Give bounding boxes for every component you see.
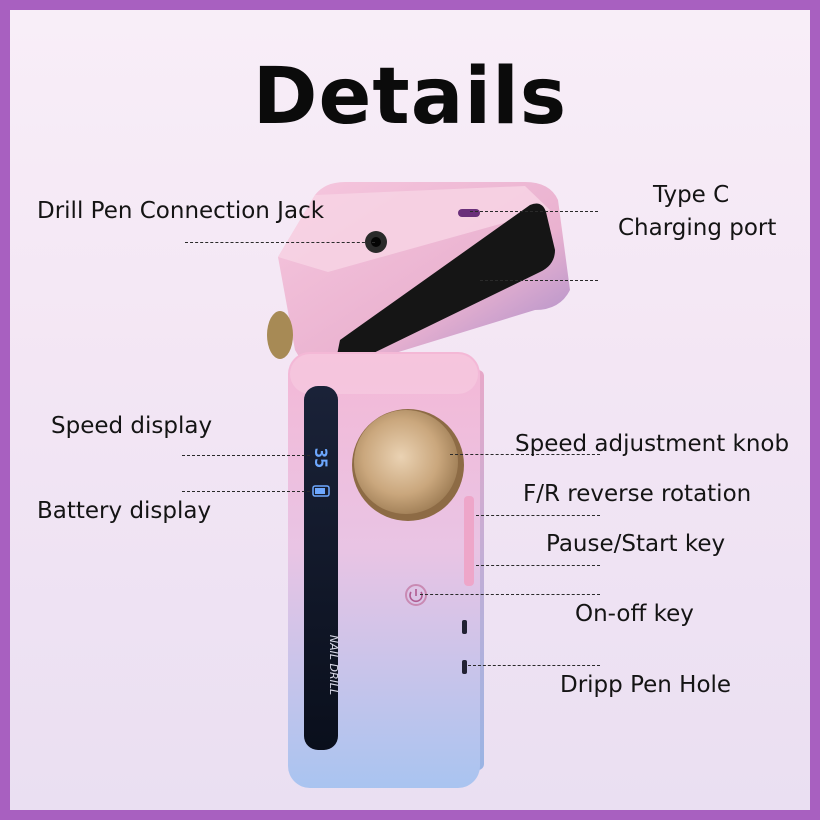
main-unit xyxy=(288,352,484,788)
leader-fr-rotation xyxy=(476,515,600,516)
speed-adjustment-knob[interactable] xyxy=(354,410,458,514)
leader-speed-knob xyxy=(450,454,600,455)
label-dripp-pen-hole: Dripp Pen Hole xyxy=(560,672,732,698)
label-speed-display: Speed display xyxy=(51,413,213,439)
lcd-panel xyxy=(304,386,338,750)
label-battery-display: Battery display xyxy=(37,498,212,524)
rear-unit xyxy=(267,182,570,372)
leader-dripp-hole xyxy=(468,665,600,666)
label-fr-rotation: F/R reverse rotation xyxy=(523,481,752,507)
label-on-off: On-off key xyxy=(575,601,694,627)
label-speed-knob: Speed adjustment knob xyxy=(515,431,790,457)
label-type-c: Type C xyxy=(653,182,730,208)
label-charging-port: Charging port xyxy=(618,215,777,241)
leader-speed-display xyxy=(182,455,310,456)
battery-icon xyxy=(312,485,330,497)
speed-readout: 35 xyxy=(310,448,330,468)
brand-text: NAIL DRILL xyxy=(327,635,340,695)
leader-drill-jack xyxy=(185,242,375,243)
label-drill-pen-jack: Drill Pen Connection Jack xyxy=(37,198,325,224)
side-button-group[interactable] xyxy=(464,496,474,586)
leader-on-off xyxy=(420,594,600,595)
leader-pause-start xyxy=(476,565,600,566)
leader-battery-display xyxy=(182,491,310,492)
leader-type-c xyxy=(470,211,598,212)
label-pause-start: Pause/Start key xyxy=(546,531,726,557)
page-title: Details xyxy=(252,52,568,142)
leader-charging-port xyxy=(480,280,598,281)
nail-drill-device-image: 35 NAIL DRILL xyxy=(267,182,570,788)
power-key[interactable] xyxy=(405,584,427,606)
